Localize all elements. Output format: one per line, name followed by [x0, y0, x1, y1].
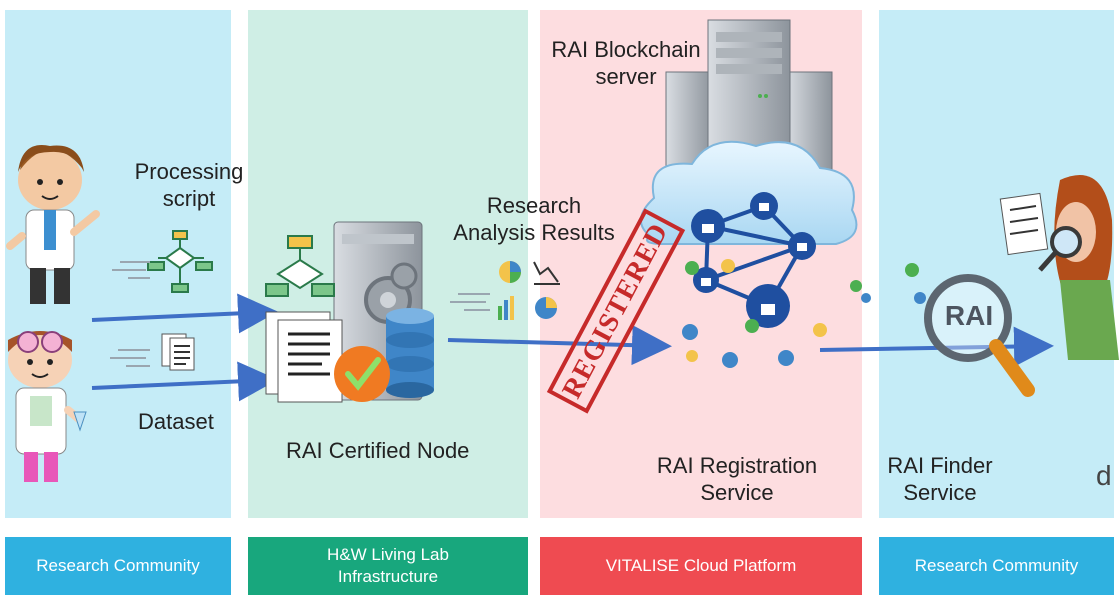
researcher-girl-icon [8, 331, 87, 482]
small-results-icons [850, 263, 926, 304]
analysis-results-icon [498, 261, 560, 320]
registered-results-icons [682, 259, 827, 368]
footer-cloud-platform: VITALISE Cloud Platform [540, 537, 862, 595]
arrow-node-to-registration [447, 325, 672, 366]
finder-person-icon [999, 175, 1119, 360]
arrow-registration-to-finder [819, 326, 1054, 367]
magnifier-icon [924, 274, 1035, 397]
certified-node-icon [265, 221, 434, 403]
arrow-script-to-node [91, 293, 278, 334]
dataset-label: Dataset [138, 409, 214, 434]
documents-icon [161, 333, 195, 371]
rai-certified-node-label: RAI Certified Node [286, 438, 470, 463]
footer-research-community-right: Research Community [879, 537, 1114, 595]
stray-character: d [1096, 460, 1112, 491]
researcher-boy-icon [6, 145, 100, 304]
lock-icons [691, 192, 816, 328]
arrow-dataset-to-node [91, 361, 278, 402]
footer-research-community-left: Research Community [5, 537, 231, 595]
speed-lines-icon [110, 261, 490, 367]
rai-lens-label: RAI [944, 300, 994, 331]
blockchain-server-icon [665, 19, 833, 171]
flowchart-icon [147, 230, 213, 293]
